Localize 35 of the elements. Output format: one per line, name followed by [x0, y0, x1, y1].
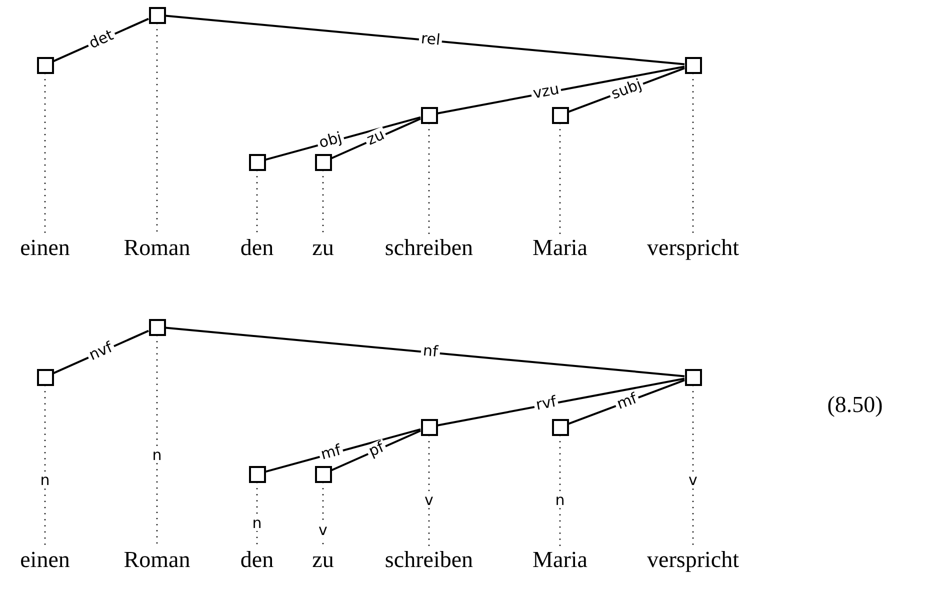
node-square: [248, 466, 266, 482]
node-square: [314, 154, 332, 170]
word-label: Maria: [532, 547, 588, 573]
node-square: [36, 56, 54, 74]
node-square: [314, 466, 332, 482]
word-label: Roman: [124, 547, 190, 573]
word-label: einen: [20, 547, 70, 573]
node-square: [684, 368, 702, 386]
word-label: den: [240, 235, 274, 261]
dependency-arc: [165, 326, 685, 378]
node-square: [552, 418, 568, 436]
dependency-arc: [165, 14, 685, 66]
category-tag: v: [318, 522, 328, 538]
node-square: [148, 318, 166, 336]
word-label: den: [240, 547, 274, 573]
dependency-arc: [437, 378, 685, 426]
node-square: [36, 368, 54, 386]
word-label: verspricht: [647, 547, 739, 573]
node-square: [552, 106, 568, 124]
word-label: schreiben: [384, 547, 474, 573]
word-label: Maria: [532, 235, 588, 261]
word-label: verspricht: [647, 235, 739, 261]
word-label: schreiben: [384, 235, 474, 261]
word-label: einen: [20, 235, 70, 261]
node-square: [148, 6, 166, 24]
node-square: [248, 154, 266, 170]
word-label: Roman: [124, 235, 190, 261]
word-label: zu: [312, 547, 334, 573]
word-label: zu: [312, 235, 334, 261]
equation-number: (8.50): [827, 392, 883, 418]
node-square: [420, 418, 438, 436]
node-square: [420, 106, 438, 124]
dependency-arc: [331, 430, 421, 472]
dependency-arc: [437, 66, 685, 114]
node-square: [684, 56, 702, 74]
